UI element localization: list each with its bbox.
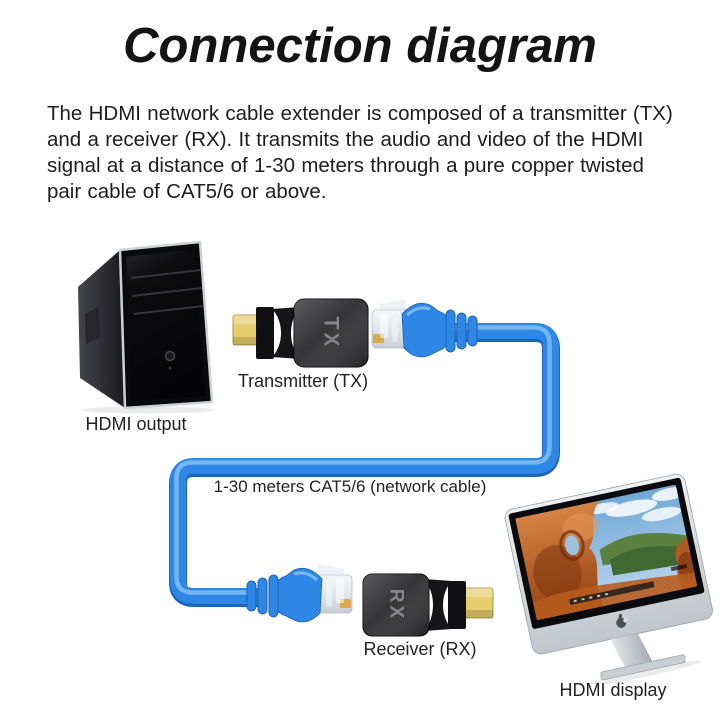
taskbar <box>569 581 655 605</box>
tower-drive-bay-line <box>130 269 202 279</box>
taskbar-tick <box>604 592 609 596</box>
taskbar-tick <box>581 597 585 601</box>
hdmi-plug-shade <box>465 610 493 618</box>
tower-led-dot <box>168 366 172 370</box>
tower-side-panel <box>78 250 125 408</box>
tower-drive-bay-line <box>132 305 204 315</box>
rj45-boot-rib <box>467 315 478 347</box>
transmitter-panel-sheen <box>294 299 368 367</box>
rj45-boot-bottom <box>276 567 323 623</box>
cloud <box>641 506 682 522</box>
hdmi-plug-shade <box>233 337 258 345</box>
imac-illustration <box>504 473 713 684</box>
rock-light <box>562 513 599 542</box>
rj45-reflection <box>336 579 344 603</box>
rj45-boot-highlight <box>405 306 431 317</box>
receiver-panel-sheen <box>363 574 429 636</box>
display-label: HDMI display <box>559 680 667 700</box>
tower-side-vent <box>85 306 100 344</box>
page-title: Connection diagram <box>123 19 597 73</box>
green-valley <box>609 546 693 576</box>
apple-logo-icon <box>616 613 628 628</box>
pc-label: HDMI output <box>85 414 187 434</box>
tower-front-glass <box>126 249 205 401</box>
tx-badge: TX <box>320 317 343 350</box>
receiver-collar <box>448 581 466 629</box>
power-button-icon <box>164 350 176 362</box>
description-text: The HDMI network cable extender is compo… <box>47 102 673 203</box>
taskbar-tick <box>573 599 577 603</box>
transmitter-waist <box>272 307 300 359</box>
rj45-reflection <box>380 314 388 338</box>
taskbar-tick <box>596 594 601 598</box>
tower-ground-shadow <box>82 406 214 414</box>
rj45-boot-rib <box>268 574 279 618</box>
rj45-plug-top-illustration <box>371 299 478 358</box>
rj45-plug-bottom-illustration <box>246 564 353 623</box>
foreground-ground <box>533 572 698 621</box>
cloud <box>606 499 658 517</box>
rj45-boot-rib <box>246 580 257 612</box>
pc-tower-illustration <box>78 240 214 414</box>
rj45-reflection <box>326 581 332 607</box>
hdmi-plug-highlight <box>233 315 258 324</box>
transmitter-illustration: TX <box>232 298 369 368</box>
cable-label: 1-30 meters CAT5/6 (network cable) <box>213 477 487 496</box>
transmitter-label: Transmitter (TX) <box>237 371 369 391</box>
rj45-boot-rib <box>257 577 268 615</box>
screen-status-cluster <box>670 563 688 572</box>
rx-badge: RX <box>386 589 407 621</box>
rj45-boot-rib <box>456 312 467 350</box>
imac-base <box>600 654 686 680</box>
imac-wallpaper <box>515 484 698 621</box>
hdmi-plug-highlight <box>465 588 493 597</box>
rj45-boot-top <box>401 302 448 358</box>
arch-hole-rim <box>559 529 585 561</box>
arch-hole <box>564 535 580 556</box>
tower-drive-bay-line <box>131 287 203 297</box>
receiver-illustration: RX <box>362 573 494 637</box>
taskbar-tick <box>589 596 593 599</box>
rj45-reflection <box>392 316 398 342</box>
receiver-label: Receiver (RX) <box>363 639 477 659</box>
imac-stand <box>610 633 654 669</box>
cloud <box>587 502 619 515</box>
transmitter-collar <box>256 307 274 359</box>
rj45-boot-highlight <box>293 571 319 582</box>
receiver-waist <box>424 579 452 631</box>
rj45-boot-rib <box>445 309 456 353</box>
imac-ground-shadow <box>587 660 701 684</box>
